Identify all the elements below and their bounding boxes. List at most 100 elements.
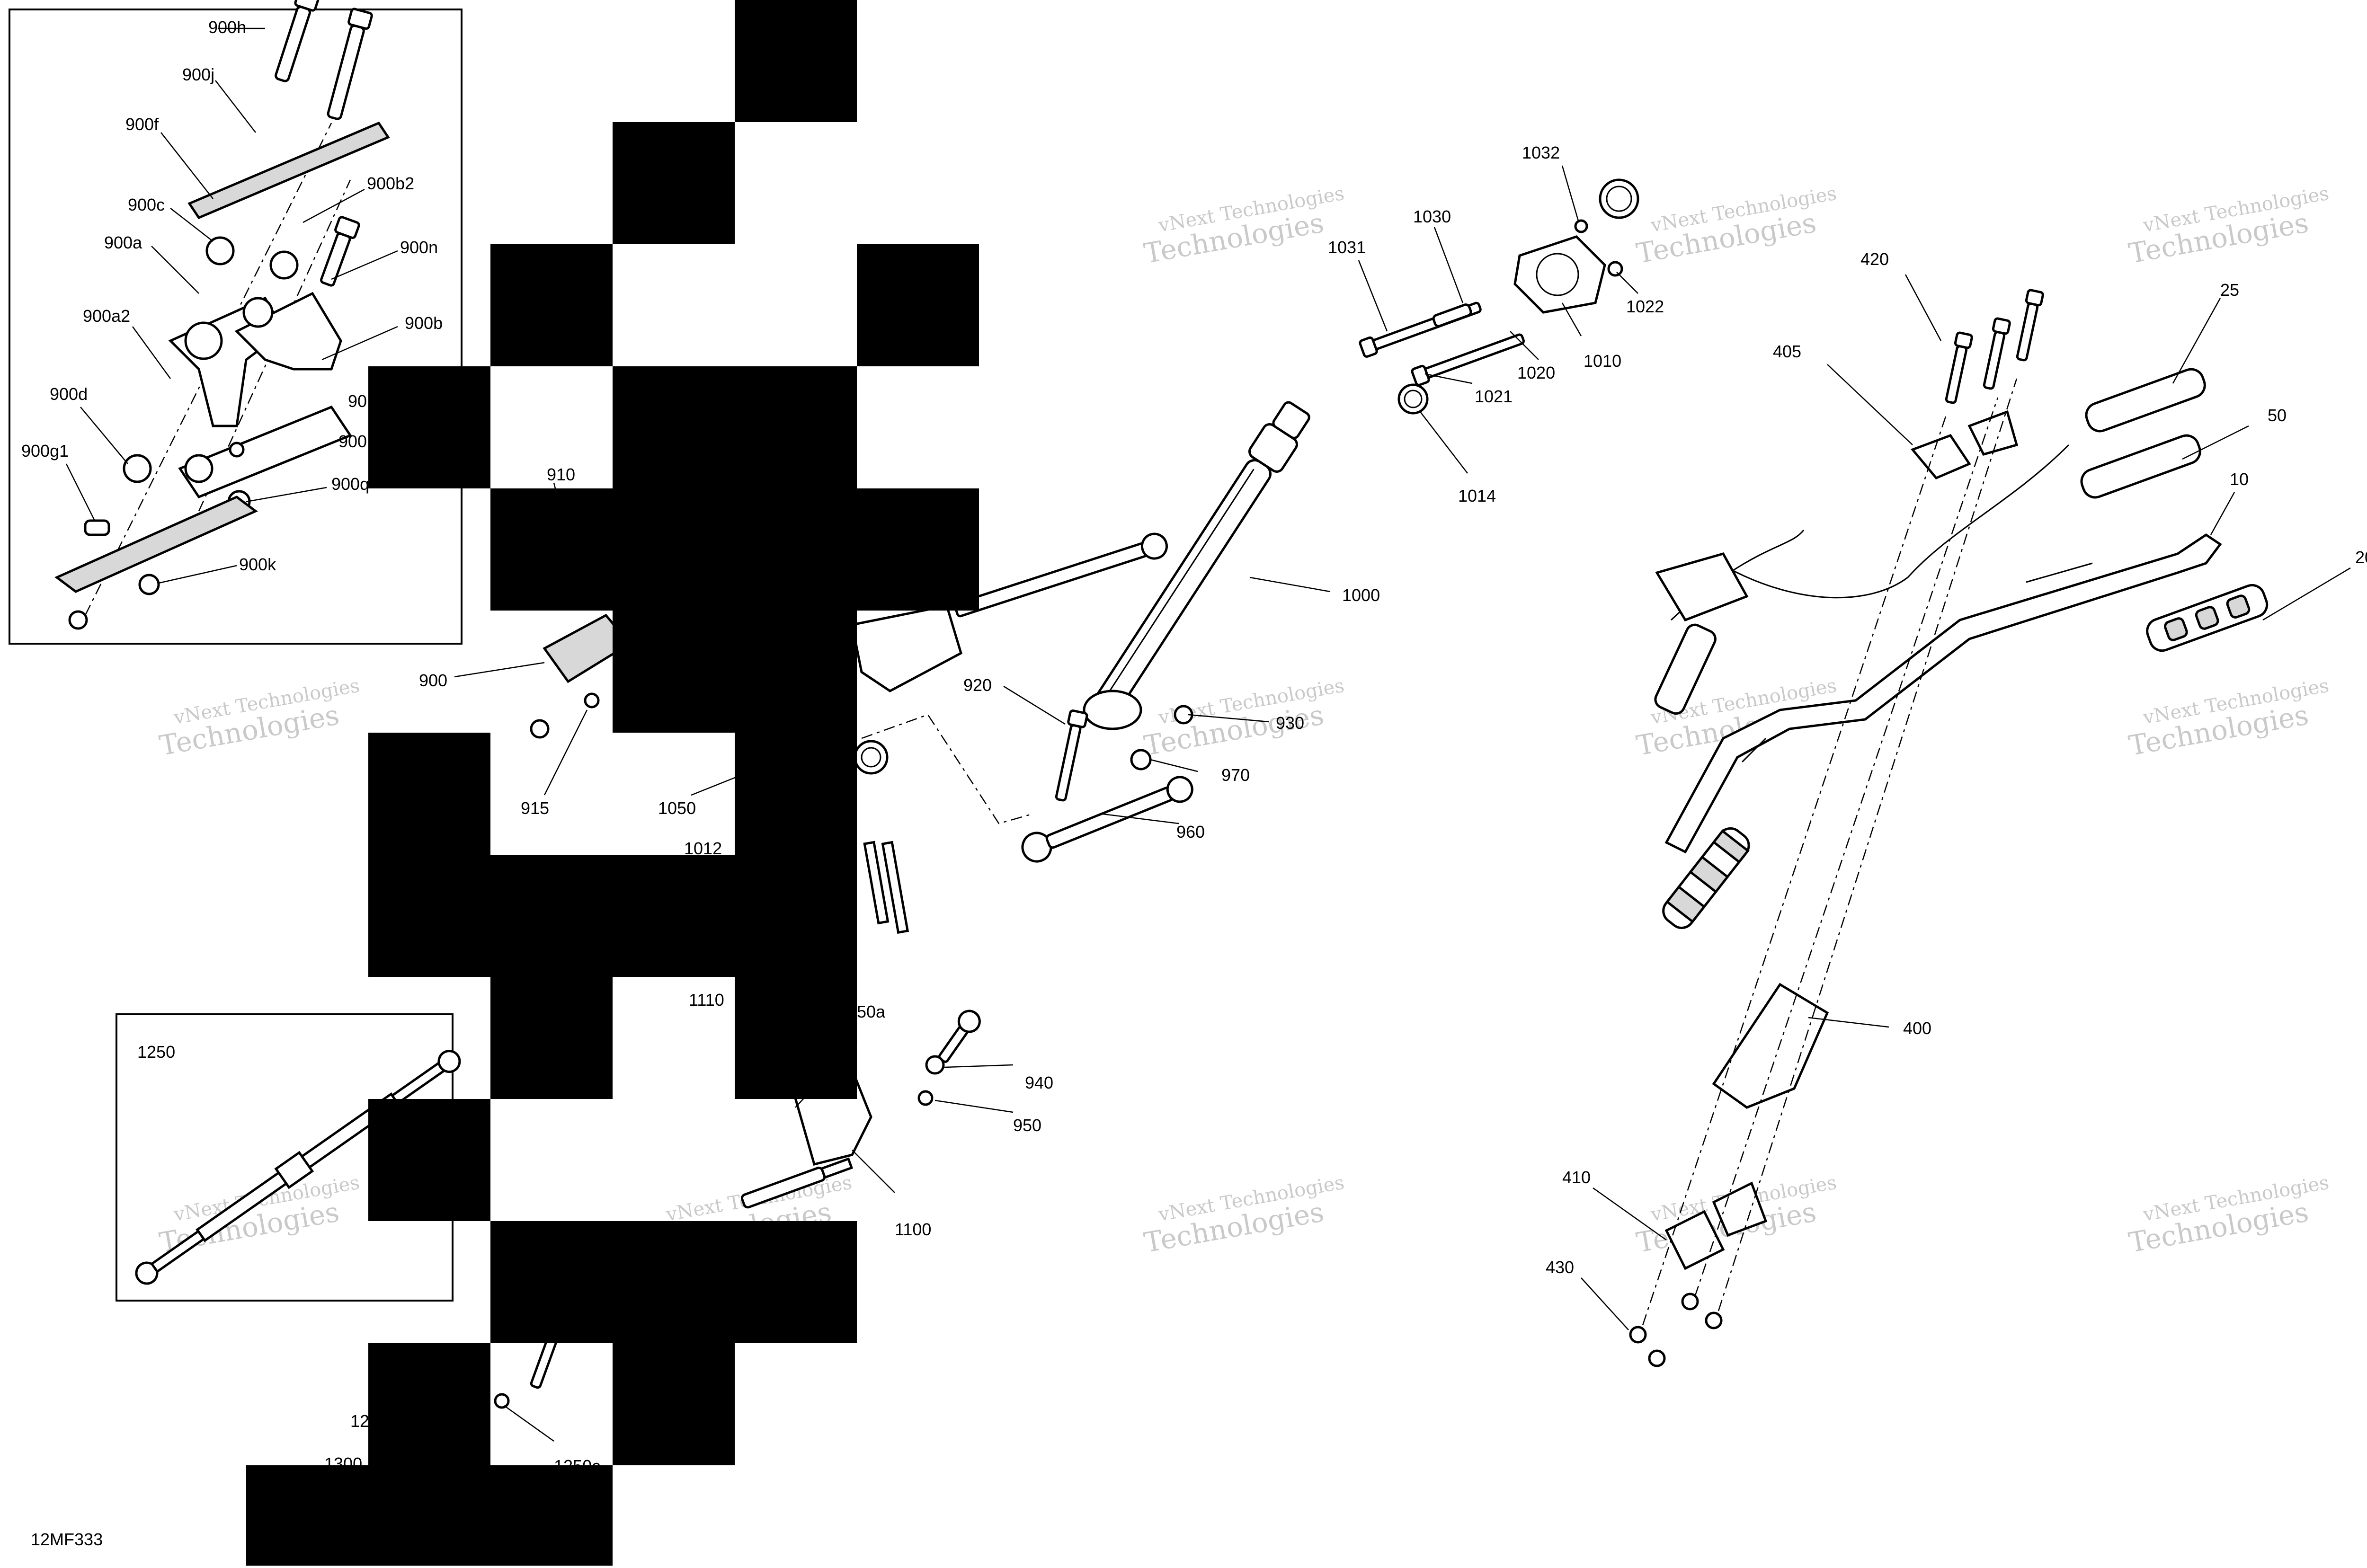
- redaction-block: [368, 366, 490, 488]
- callout-900k: 900k: [239, 555, 276, 574]
- seal-1032-inner: [1606, 186, 1632, 212]
- callout-1250: 1250: [137, 1042, 175, 1062]
- diagram-code: 12MF333: [31, 1530, 103, 1549]
- callout-1020: 1020: [1517, 363, 1555, 382]
- tie-rod-1250: [135, 1050, 461, 1285]
- assembly-axis: [1694, 397, 1999, 1297]
- callout-900c: 900c: [128, 195, 165, 214]
- callout-1010: 1010: [1584, 351, 1621, 371]
- leader-line: [543, 709, 588, 796]
- bolt-420: [1945, 331, 1973, 404]
- callout-1000: 1000: [1342, 585, 1380, 605]
- callout-900f: 900f: [125, 115, 159, 134]
- seal-ring-inner: [861, 747, 881, 768]
- redaction-block: [613, 1343, 735, 1465]
- redaction-block: [368, 1343, 490, 1465]
- leader-line: [215, 80, 256, 133]
- leader-line: [246, 487, 327, 503]
- callout-1032: 1032: [1522, 143, 1560, 162]
- redaction-block: [490, 244, 613, 366]
- leader-line: [1561, 165, 1580, 223]
- base-plate-900k: [54, 496, 258, 593]
- assembly-axis: [1717, 378, 2018, 1311]
- riser-410b: [1712, 1181, 1768, 1237]
- steering-shaft-1000: [1094, 401, 1310, 715]
- nut-950: [917, 1090, 934, 1106]
- spacer: [205, 236, 235, 266]
- leader-line: [1593, 1187, 1667, 1241]
- leader-line: [65, 463, 96, 521]
- redaction-block: [490, 1221, 857, 1343]
- leader-line: [1581, 1277, 1629, 1330]
- link-plate: [178, 405, 352, 499]
- redaction-block: [613, 611, 857, 733]
- callout-900q: 900q: [331, 474, 369, 494]
- callout-20: 20: [2355, 548, 2367, 567]
- leader-line: [160, 132, 214, 199]
- handlebar-assembly: [1629, 289, 2269, 1367]
- redaction-block: [735, 977, 857, 1099]
- nut-1250c: [494, 1393, 510, 1409]
- leader-line: [1827, 364, 1913, 445]
- callout-900h: 900h: [208, 18, 246, 37]
- nut: [530, 719, 550, 739]
- bolt-430: [1629, 1326, 1647, 1344]
- redaction-block: [735, 733, 857, 855]
- leader-line: [80, 407, 128, 464]
- redaction-block: [368, 733, 490, 855]
- steering-column-1000: [1083, 178, 1639, 730]
- callout-420: 420: [1860, 249, 1889, 269]
- leader-line: [1103, 813, 1179, 824]
- callout-1022: 1022: [1626, 297, 1664, 316]
- callout-labels: 900h 900j 900f 900b2 900c 900a 900n 900a…: [21, 18, 2367, 1476]
- callout-1021: 1021: [1475, 387, 1513, 406]
- assembly-axis: [84, 123, 332, 616]
- leader-line: [944, 1064, 1014, 1068]
- leader-line: [1424, 373, 1473, 384]
- callout-1100: 1100: [895, 1220, 931, 1239]
- leader-line: [934, 1099, 1014, 1113]
- callout-915: 915: [521, 798, 549, 818]
- callout-900a2: 900a2: [83, 306, 130, 326]
- bushing: [184, 454, 214, 483]
- bolt-420b: [1983, 317, 2011, 390]
- handlebar-10: [1664, 533, 2222, 854]
- leader-line: [331, 250, 398, 280]
- callout-910: 910: [547, 465, 575, 484]
- seal-ring: [854, 740, 889, 775]
- bushing-1014: [1397, 383, 1429, 415]
- leader-line: [691, 775, 739, 796]
- inset-900-detail: [9, 0, 463, 645]
- plate-900f: [187, 121, 390, 220]
- leader-line: [1150, 759, 1198, 772]
- hole: [229, 442, 245, 458]
- spacer: [269, 250, 299, 280]
- link-rod-assembly: [1021, 705, 1193, 863]
- leader-line: [1433, 227, 1464, 303]
- nut: [1574, 219, 1588, 233]
- callout-50: 50: [2268, 406, 2287, 425]
- washer-900d: [123, 454, 152, 483]
- assembly-axis: [861, 714, 1032, 824]
- washer-970: [1130, 749, 1152, 771]
- callout-950: 950: [1013, 1116, 1041, 1135]
- riser-410: [1664, 1210, 1725, 1270]
- assembly-axis: [1642, 416, 1947, 1326]
- bolt: [863, 841, 890, 925]
- nut-1022: [1607, 261, 1623, 277]
- leader-line: [504, 1405, 554, 1442]
- redaction-block: [857, 244, 979, 366]
- callout-430: 430: [1546, 1258, 1574, 1277]
- cable: [1727, 444, 2070, 599]
- nut: [84, 519, 110, 536]
- callout-1031: 1031: [1328, 238, 1366, 257]
- callout-900: 900: [419, 671, 447, 690]
- leader-line: [1561, 302, 1582, 337]
- callout-405: 405: [1773, 342, 1801, 361]
- callout-900-truncated-1: 90: [348, 391, 367, 411]
- callout-400: 400: [1903, 1019, 1931, 1038]
- bolt-430d: [1681, 1293, 1699, 1311]
- bolt: [881, 841, 909, 934]
- redaction-blocks: [246, 0, 979, 1566]
